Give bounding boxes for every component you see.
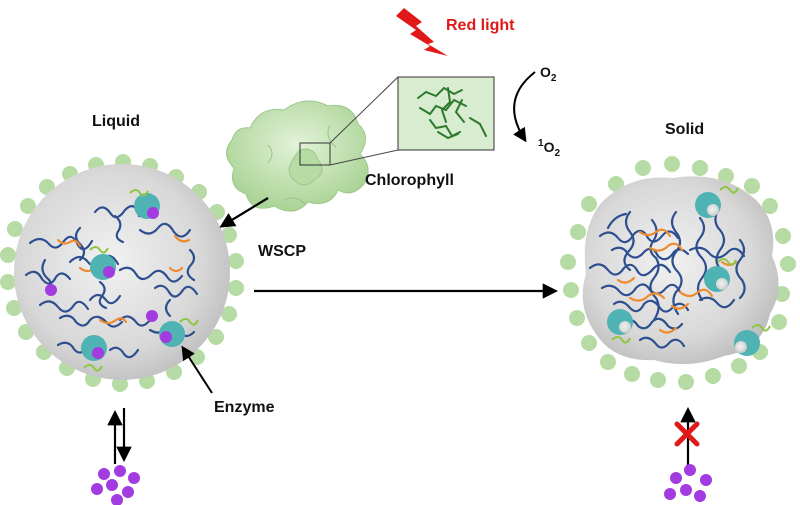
oxygen-sub: 2 — [551, 73, 557, 84]
singlet-oxygen-sup: 1 — [538, 138, 544, 149]
chlorophyll-zoom-inset — [397, 76, 495, 151]
liquid-droplet — [0, 154, 244, 392]
solid-polymer-chains — [588, 208, 746, 349]
solid-label: Solid — [665, 121, 704, 138]
solid-surface-beads — [560, 156, 796, 390]
solid-enzyme-3 — [607, 309, 633, 344]
solid-substrate-cluster — [664, 464, 712, 502]
bidirectional-exchange-arrows — [107, 408, 132, 464]
enzyme-3 — [81, 335, 107, 372]
enzyme-pointer-arrow — [181, 345, 213, 394]
blocked-cross-icon — [674, 421, 700, 447]
enzyme-2 — [89, 246, 116, 280]
zoom-line-top — [329, 76, 399, 144]
liquid-droplet-body — [14, 164, 230, 380]
solid-enzymes — [607, 186, 771, 356]
solid-enzyme-2 — [704, 258, 737, 292]
wscp-protein — [226, 100, 369, 212]
singlet-oxygen-base: O — [544, 139, 555, 155]
enzyme-4 — [159, 318, 199, 347]
enzyme-1 — [129, 189, 160, 219]
solid-enzyme-4 — [734, 324, 771, 356]
singlet-oxygen-label: 1O2 — [538, 138, 560, 159]
wscp-to-droplet-arrow — [219, 197, 269, 228]
solid-crosslinks — [616, 228, 738, 334]
solid-droplet — [560, 156, 796, 390]
liquid-substrate-cluster — [91, 465, 140, 505]
zoom-line-bottom — [329, 149, 399, 166]
chlorophyll-label: Chlorophyll — [365, 172, 454, 189]
liquid-label: Liquid — [92, 113, 140, 130]
wscp-label: WSCP — [258, 243, 306, 260]
chlorophyll-pocket-box — [299, 142, 331, 166]
lightning-icon — [396, 8, 448, 56]
liquid-enzymes — [81, 189, 199, 372]
enzyme-label: Enzyme — [214, 399, 275, 416]
oxygen-base: O — [540, 64, 551, 80]
oxygen-label: O2 — [540, 64, 557, 84]
oxygen-conversion-arrow — [513, 71, 536, 143]
singlet-oxygen-sub: 2 — [554, 148, 560, 159]
liquid-free-substrates — [45, 284, 158, 322]
solid-enzyme-1 — [695, 186, 739, 218]
red-light-label: Red light — [446, 17, 515, 34]
